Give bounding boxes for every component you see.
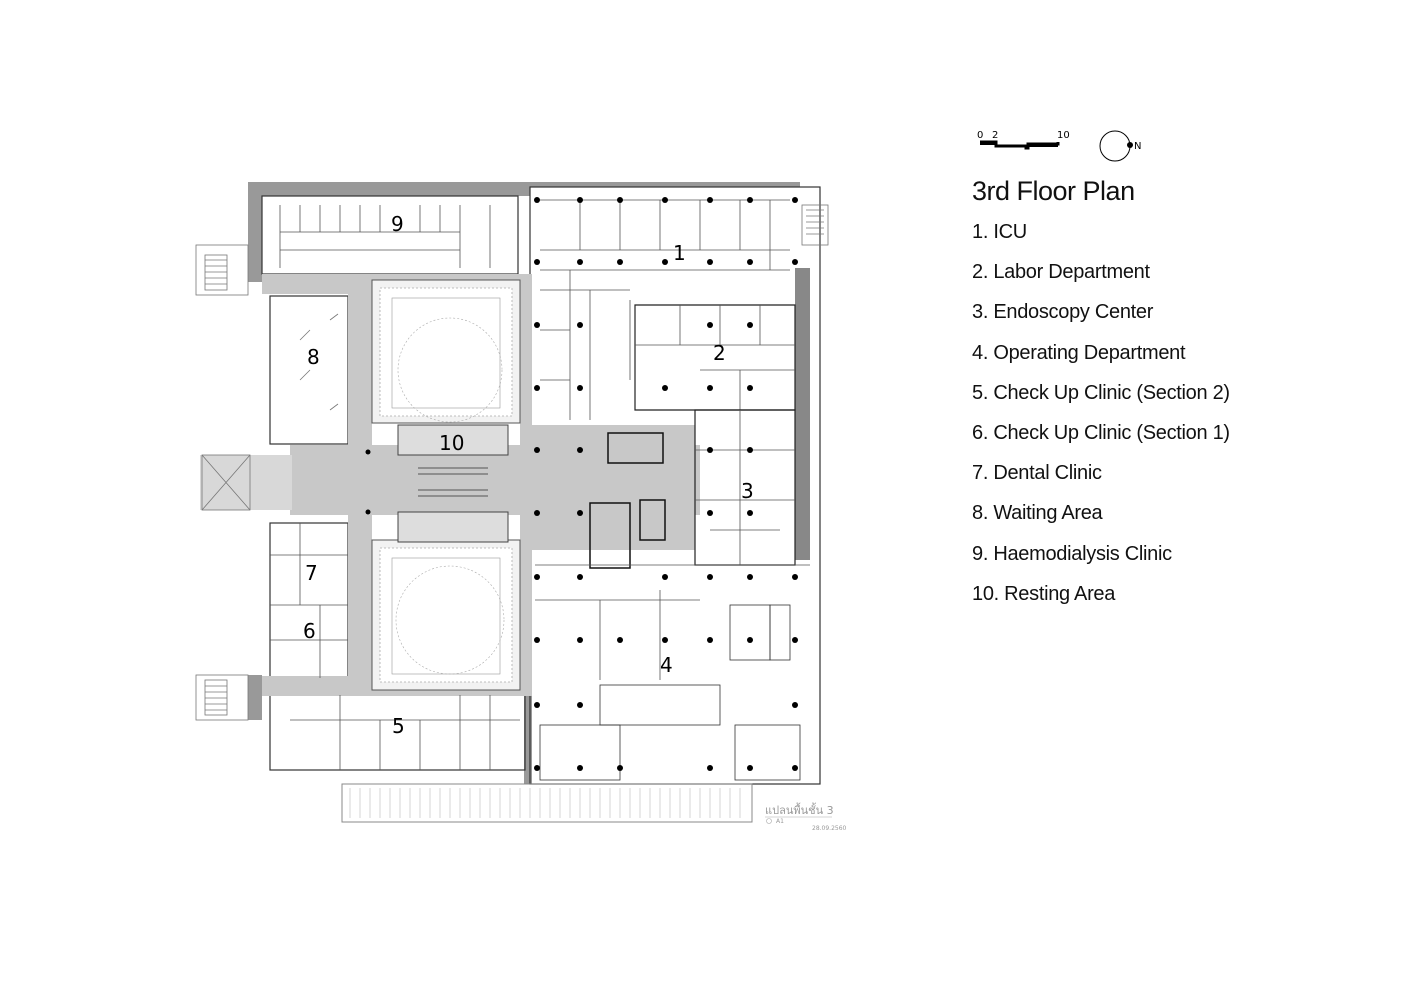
area-number-1: 1: [673, 241, 686, 265]
legend-item: 10. Resting Area: [972, 582, 1116, 605]
legend-item: 3. Endoscopy Center: [972, 301, 1154, 324]
area-number-9: 9: [391, 212, 404, 236]
resting-area-blocks: [397, 424, 509, 543]
drawing-ref: A1: [776, 818, 784, 825]
legend-item: 1. ICU: [972, 221, 1027, 243]
building-walls: [248, 182, 821, 823]
drawing-caption-title: แปลนพื้นชั้น 3: [765, 802, 834, 817]
drawing-date: 28.09.2560: [812, 825, 847, 832]
area-number-5: 5: [392, 714, 405, 738]
scale-bar: 0 2 10: [977, 130, 1070, 150]
area-number-8: 8: [307, 345, 320, 369]
legend-item: 7. Dental Clinic: [972, 462, 1102, 485]
legend-item: 6. Check Up Clinic (Section 1): [972, 421, 1230, 444]
plan-title: 3rd Floor Plan: [972, 176, 1135, 206]
area-number-4: 4: [660, 653, 673, 677]
area-number-6: 6: [303, 619, 316, 643]
north-arrow-icon: N: [1099, 130, 1141, 162]
courtyard-upper: [371, 279, 521, 424]
area-number-10: 10: [439, 431, 464, 455]
scale-label-2: 2: [992, 130, 998, 141]
legend-item: 9. Haemodialysis Clinic: [972, 542, 1172, 565]
legend-item: 4. Operating Department: [972, 341, 1186, 364]
courtyard-lower: [371, 539, 521, 691]
area-number-3: 3: [741, 479, 754, 503]
legend-item: 5. Check Up Clinic (Section 2): [972, 381, 1230, 404]
legend-item: 8. Waiting Area: [972, 502, 1103, 525]
area-number-7: 7: [305, 561, 318, 585]
area-number-labels: 1 2 3 4 5 6 7 8 9 10: [303, 212, 754, 738]
structural-columns: [365, 197, 798, 771]
legend-panel: 3rd Floor Plan 1. ICU 2. Labor Departmen…: [972, 176, 1392, 621]
scale-label-10: 10: [1057, 130, 1070, 141]
drawing-caption: แปลนพื้นชั้น 3 A1 28.09.2560: [765, 802, 847, 832]
legend-list: 1. ICU 2. Labor Department 3. Endoscopy …: [972, 219, 1392, 621]
north-label: N: [1134, 141, 1141, 152]
scale-label-0: 0: [977, 130, 983, 141]
area-number-2: 2: [713, 341, 726, 365]
legend-item: 2. Labor Department: [972, 261, 1150, 284]
exterior-stairs: [195, 204, 829, 721]
